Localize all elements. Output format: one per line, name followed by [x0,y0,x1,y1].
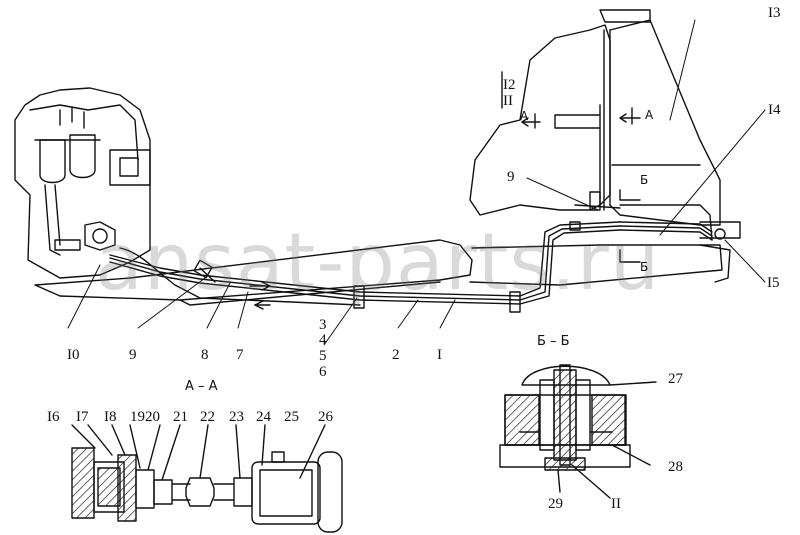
callout-4: 4 [319,332,327,348]
marker-b-bottom: Б [640,260,649,274]
callout-10: I0 [67,347,80,363]
callout-1: I [437,347,442,363]
callout-2: 2 [392,347,400,363]
callout-6: 6 [319,364,327,380]
detail-bb [499,364,657,499]
callout-23: 23 [229,409,244,425]
callout-19-20: 1920 [130,409,160,425]
callout-3: 3 [319,317,327,333]
callout-27: 27 [668,371,683,387]
detail-aa [71,424,343,533]
callout-17: I7 [76,409,89,425]
callout-8: 8 [201,347,209,363]
callout-26: 26 [318,409,333,425]
callout-15: I5 [767,275,780,291]
section-title-aa: А – А [185,379,218,394]
section-title-bb: Б – Б [537,334,570,349]
leader-lines [67,19,766,346]
callout-7: 7 [236,347,244,363]
callout-12: I2 [503,77,516,93]
hydraulic-lines [109,221,713,313]
marker-a-left: А [520,109,529,123]
callout-28: 28 [668,459,683,475]
callout-13: I3 [768,5,781,21]
callout-11-bottom: II [611,496,621,512]
callout-18: I8 [104,409,117,425]
section-markers [501,71,641,263]
callout-29: 29 [548,496,563,512]
cab-outline [469,9,741,283]
chassis-frame [34,239,723,306]
engine-outline [14,87,151,279]
callout-9: 9 [129,347,137,363]
marker-b-top: Б [640,173,649,187]
callout-21: 21 [173,409,188,425]
callout-16: I6 [47,409,60,425]
callout-5: 5 [319,348,327,364]
callout-22: 22 [200,409,215,425]
callout-14: I4 [768,102,781,118]
callout-9-right: 9 [507,169,515,185]
marker-a-right: А [645,108,654,122]
callout-11-top: II [503,93,513,109]
callout-25: 25 [284,409,299,425]
callout-24: 24 [256,409,271,425]
